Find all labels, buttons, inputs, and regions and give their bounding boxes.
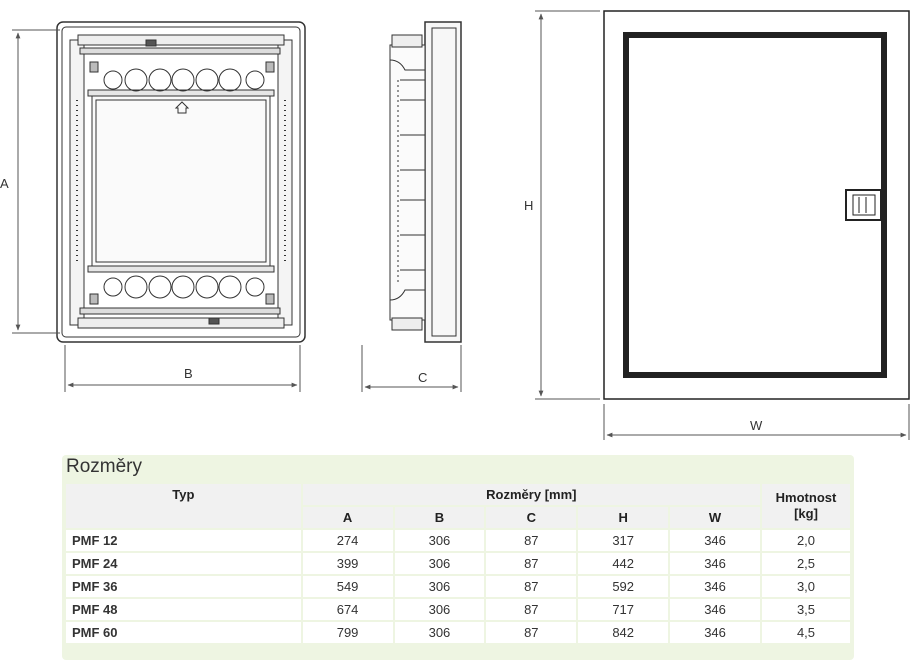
cell-b: 306: [394, 576, 485, 597]
cell-h: 442: [578, 553, 669, 574]
cell-kg: 3,5: [762, 599, 850, 620]
cell-h: 842: [578, 622, 669, 643]
header-col-h: H: [578, 507, 669, 528]
cell-kg: 3,0: [762, 576, 850, 597]
dim-label-w: W: [750, 418, 763, 433]
side-dim-lines: [361, 345, 462, 392]
cell-h: 592: [578, 576, 669, 597]
cell-b: 306: [394, 553, 485, 574]
dimensions-table: Typ Rozměry [mm] Hmotnost [kg] A B C H W…: [64, 482, 852, 645]
header-hmotnost: Hmotnost [kg]: [762, 484, 850, 528]
cell-kg: 4,5: [762, 622, 850, 643]
door-view: [603, 10, 910, 400]
cell-kg: 2,0: [762, 530, 850, 551]
cell-typ: PMF 60: [66, 622, 301, 643]
cell-c: 87: [486, 576, 577, 597]
cell-c: 87: [486, 622, 577, 643]
dim-label-a: A: [0, 176, 9, 191]
cell-h: 717: [578, 599, 669, 620]
cell-c: 87: [486, 530, 577, 551]
cell-typ: PMF 36: [66, 576, 301, 597]
side-view: [389, 21, 462, 343]
header-col-w: W: [670, 507, 760, 528]
header-typ: Typ: [66, 484, 301, 528]
cell-h: 317: [578, 530, 669, 551]
cell-w: 346: [670, 622, 760, 643]
cell-b: 306: [394, 622, 485, 643]
cell-a: 399: [302, 553, 393, 574]
front-dim-lines: [12, 29, 301, 392]
dim-label-h: H: [524, 198, 533, 213]
cell-c: 87: [486, 599, 577, 620]
header-col-a: A: [302, 507, 393, 528]
table-title: Rozměry: [66, 456, 143, 477]
cell-a: 674: [302, 599, 393, 620]
cell-b: 306: [394, 599, 485, 620]
technical-drawing: A B C H W: [0, 10, 910, 440]
header-rozmery: Rozměry [mm]: [302, 484, 760, 505]
cell-typ: PMF 48: [66, 599, 301, 620]
header-col-c: C: [486, 507, 577, 528]
cell-w: 346: [670, 553, 760, 574]
cell-typ: PMF 12: [66, 530, 301, 551]
cell-w: 346: [670, 599, 760, 620]
cell-kg: 2,5: [762, 553, 850, 574]
cell-a: 549: [302, 576, 393, 597]
cell-a: 799: [302, 622, 393, 643]
cell-typ: PMF 24: [66, 553, 301, 574]
cell-w: 346: [670, 530, 760, 551]
dim-label-b: B: [184, 366, 193, 381]
dimensions-panel: Rozměry Typ Rozměry [mm] Hmotnost [kg] A…: [62, 455, 854, 660]
cell-c: 87: [486, 553, 577, 574]
door-dim-lines: [535, 10, 910, 440]
cell-b: 306: [394, 530, 485, 551]
dim-label-c: C: [418, 370, 427, 385]
header-col-b: B: [394, 507, 485, 528]
cell-w: 346: [670, 576, 760, 597]
cell-a: 274: [302, 530, 393, 551]
front-view: [56, 21, 306, 343]
